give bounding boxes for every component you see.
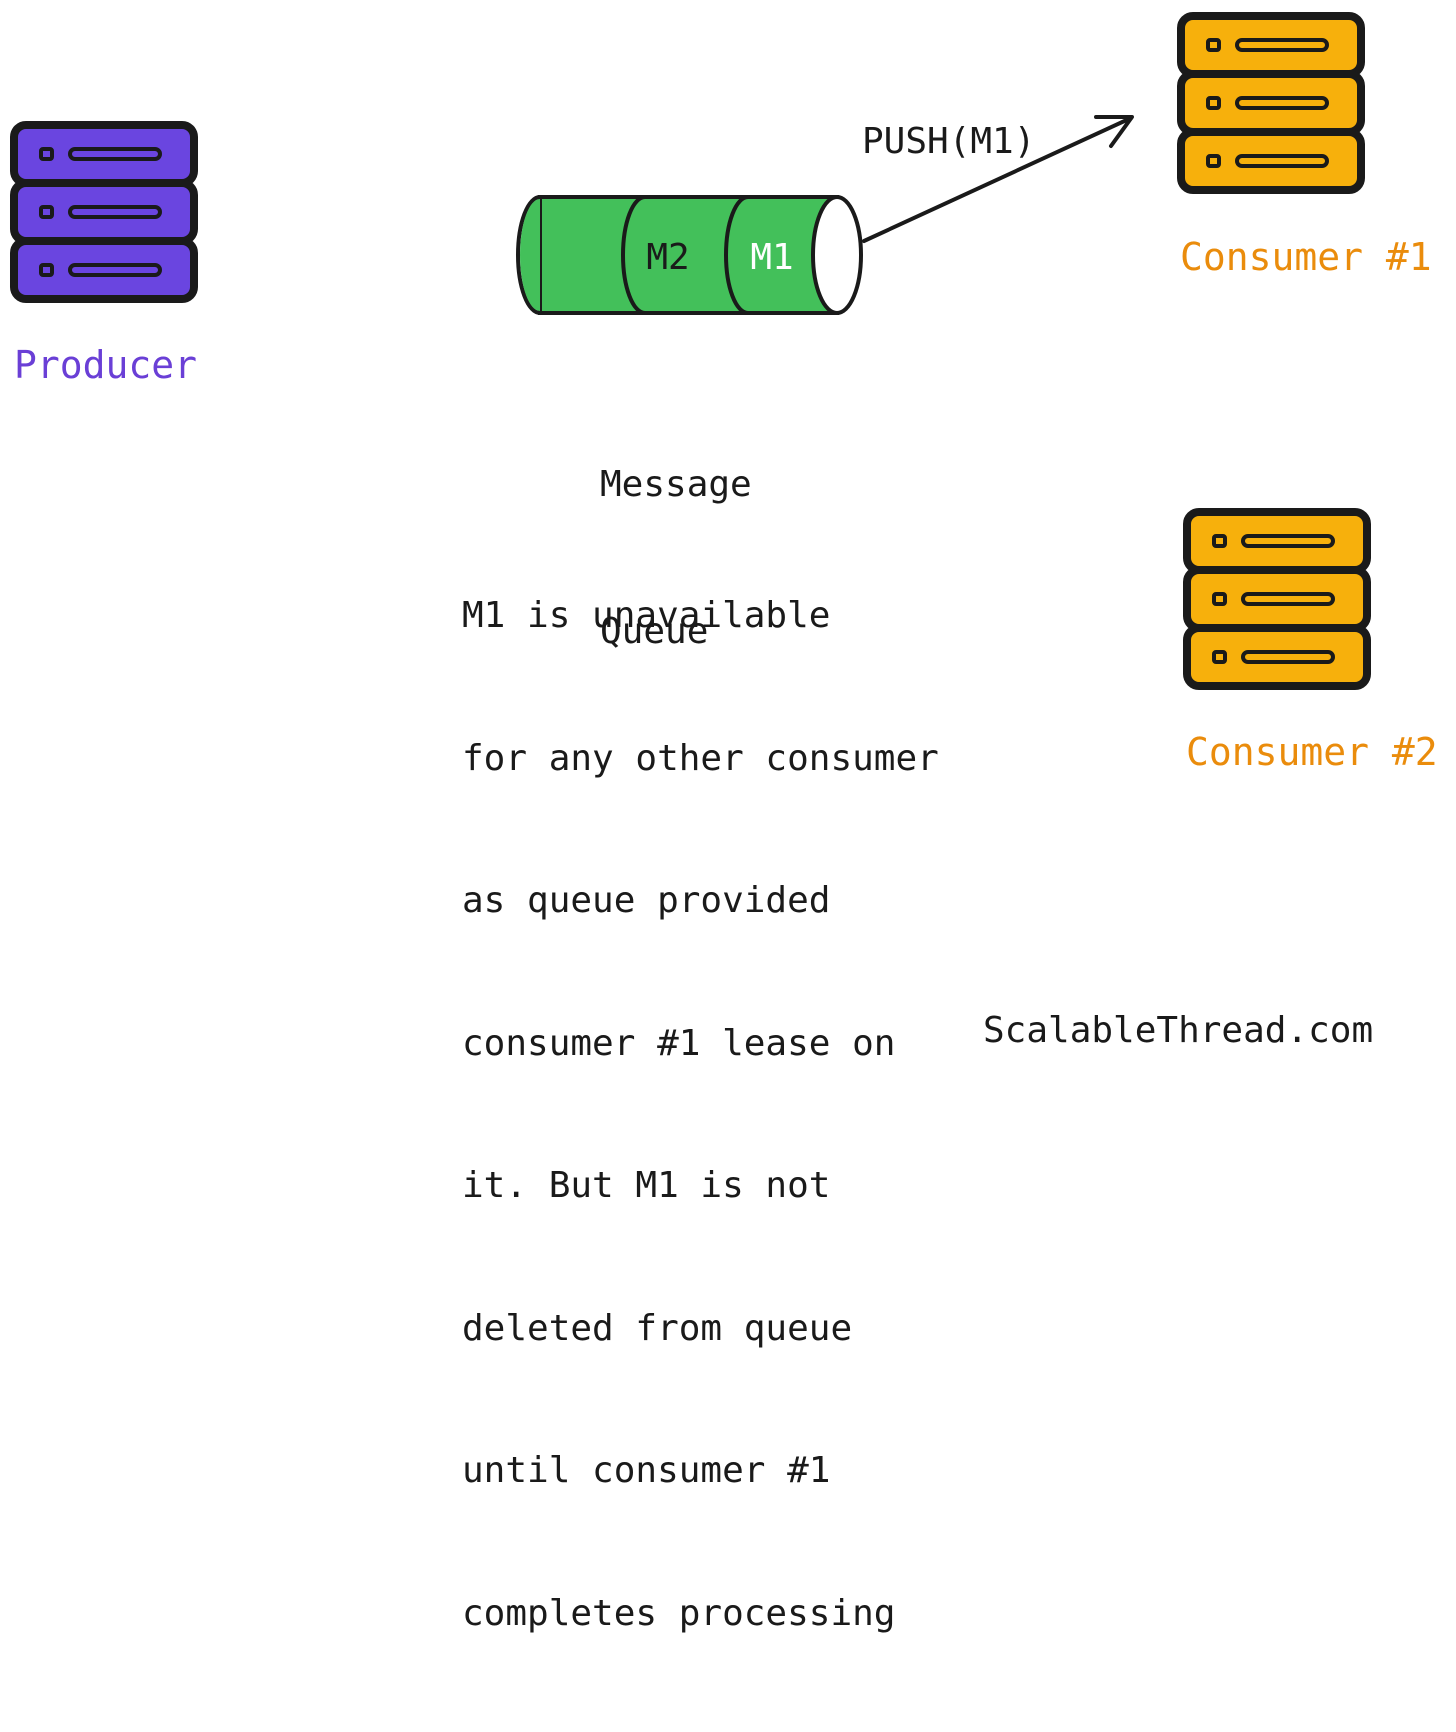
server-slot [68, 147, 162, 161]
server-led [1206, 154, 1221, 168]
message-m1-label: M1 [750, 237, 793, 278]
server-led [39, 147, 54, 161]
server-slot [68, 205, 162, 219]
queue-label-line: Message [600, 464, 752, 505]
producer-label: Producer [14, 343, 198, 387]
server-led [1206, 96, 1221, 110]
note-line: as queue provided [462, 880, 831, 921]
server-slot [1235, 38, 1329, 52]
note-line: consumer #1 lease on [462, 1022, 896, 1064]
lease-explanation-note: M1 is unavailable for any other consumer… [462, 497, 939, 1732]
queue-left-fill [520, 199, 540, 311]
push-arrow-label: PUSH(M1) [862, 121, 1036, 162]
message-queue-cylinder: M2 M1 [516, 195, 863, 315]
diagram-graphics: M2 M1 [10, 12, 1371, 690]
server-slot [1241, 650, 1335, 664]
queue-message-divider-m2 [621, 195, 646, 315]
server-led [39, 263, 54, 277]
producer-server-icon [10, 121, 198, 303]
server-slot [68, 263, 162, 277]
server-led [1206, 38, 1221, 52]
queue-message-divider-m1 [724, 195, 749, 315]
queue-label-line: Queue [600, 611, 709, 652]
note-line: M1 is unavailable [462, 595, 831, 636]
server-slot [1235, 96, 1329, 110]
server-slot [1241, 592, 1335, 606]
note-line: it. But M1 is not [462, 1165, 831, 1206]
server-led [1212, 650, 1227, 664]
note-line: for any other consumer [462, 737, 939, 779]
server-led [1212, 592, 1227, 606]
server-slot [1235, 154, 1329, 168]
consumer-1-label: Consumer #1 [1180, 235, 1432, 279]
push-arrow-head [1094, 115, 1134, 148]
footer-watermark: ScalableThread.com [983, 1010, 1374, 1051]
diagram-canvas: M2 M1 Producer Consumer #1 Consumer #2 P… [10, 12, 1438, 1634]
message-queue-label: Message Queue [600, 362, 752, 754]
note-line: completes processing [462, 1592, 896, 1634]
message-m2-label: M2 [646, 237, 689, 278]
push-arrow [862, 115, 1134, 243]
server-led [39, 205, 54, 219]
server-led [1212, 534, 1227, 548]
note-line: until consumer #1 [462, 1450, 831, 1491]
queue-open-end [811, 195, 863, 315]
consumer-2-server-icon [1183, 508, 1371, 690]
server-slot [1241, 534, 1335, 548]
consumer-2-label: Consumer #2 [1186, 730, 1438, 774]
push-arrow-line [862, 116, 1133, 243]
consumer-1-server-icon [1177, 12, 1365, 194]
note-line: deleted from queue [462, 1307, 853, 1349]
queue-left-cap [516, 195, 541, 315]
